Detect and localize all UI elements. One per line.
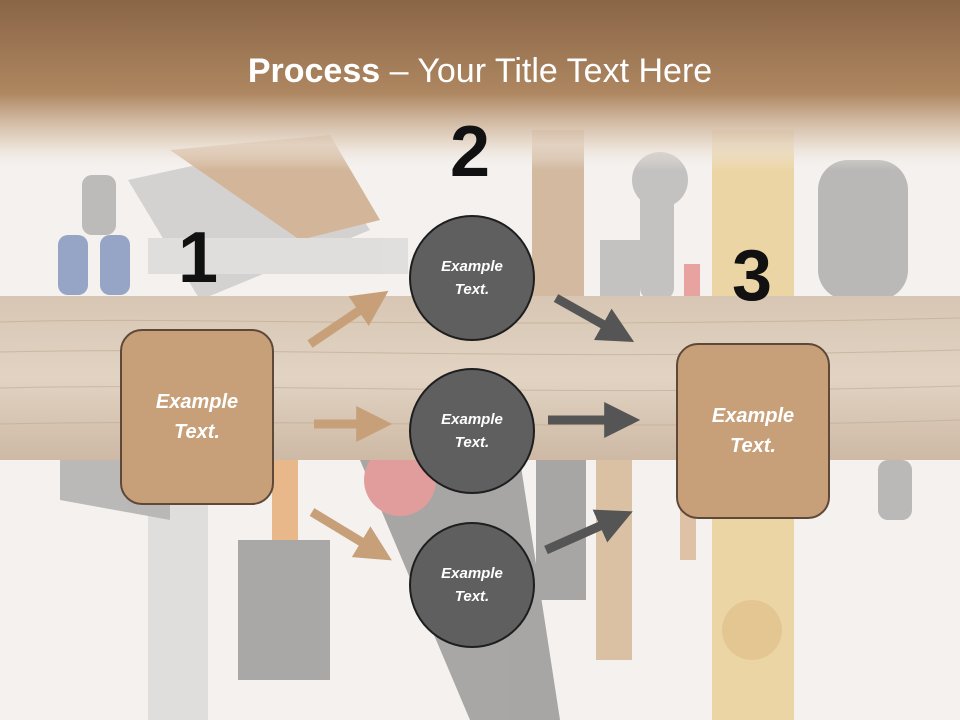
step-number-1: 1: [178, 218, 219, 298]
title-rest: – Your Title Text Here: [380, 52, 713, 90]
arrow-to-circle-1: [307, 290, 389, 348]
circle-2-text: Example Text.: [441, 411, 503, 451]
arrow-from-circle-3: [544, 509, 633, 555]
circle-1-text: Example Text.: [441, 258, 503, 298]
title-bold: Process: [247, 52, 381, 90]
step-number-2: 2: [450, 112, 491, 192]
circle-3-text: Example Text.: [441, 565, 503, 605]
step-box-3-text: Example Text.: [711, 405, 795, 457]
arrow-from-circle-1: [553, 294, 635, 342]
circle-1: Example Text.: [409, 215, 535, 341]
circle-3: Example Text.: [409, 522, 535, 648]
step-box-1: Example Text.: [120, 329, 274, 505]
slide-title: Process – Your Title Text Here: [0, 52, 960, 91]
step-box-3: Example Text.: [676, 343, 830, 519]
step-number-3: 3: [732, 236, 773, 316]
step-box-1-text: Example Text.: [155, 391, 239, 443]
circle-2: Example Text.: [409, 368, 535, 494]
arrow-to-circle-3: [309, 508, 392, 561]
